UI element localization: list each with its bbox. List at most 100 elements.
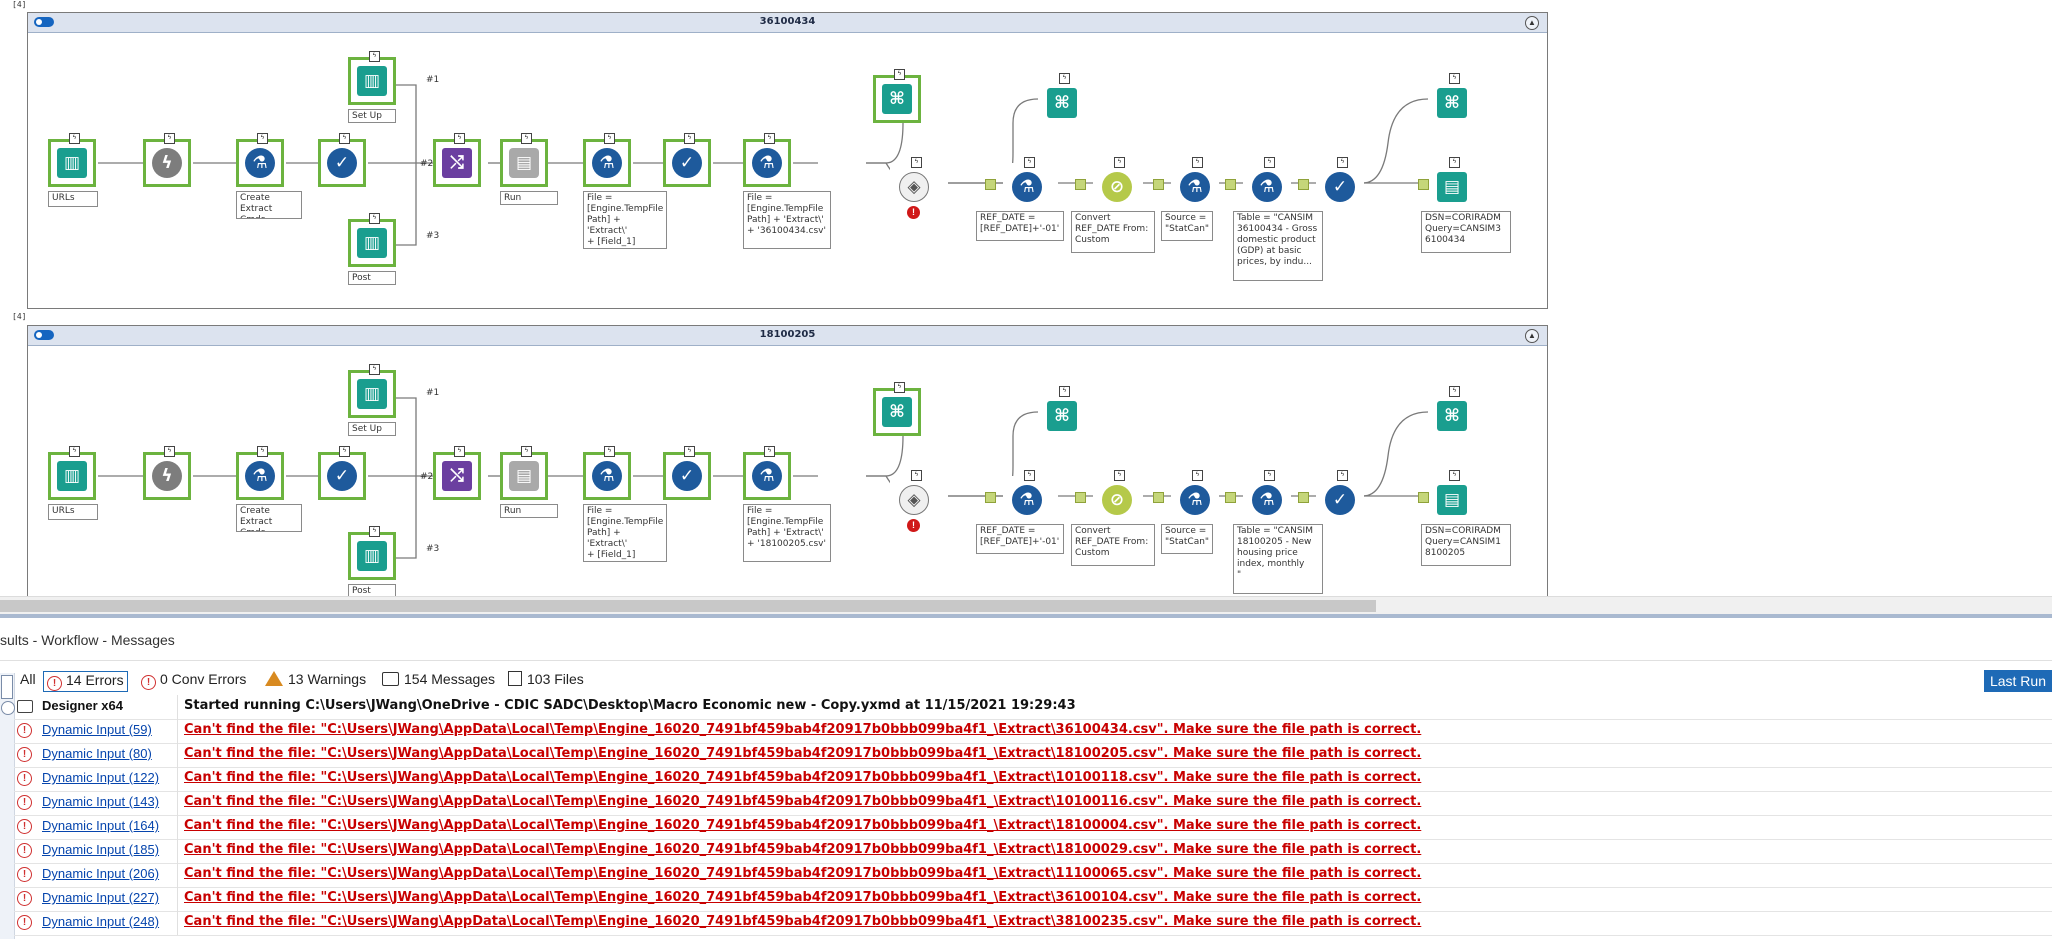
filter-warnings[interactable]: 13 Warnings: [265, 671, 366, 687]
filter-messages[interactable]: 154 Messages: [382, 671, 495, 687]
text-input-tool[interactable]: ▥ϟ: [348, 51, 396, 105]
message-text[interactable]: Can't find the file: "C:\Users\JWang\App…: [184, 842, 1422, 857]
collapse-icon[interactable]: ▲: [1525, 16, 1539, 30]
message-row[interactable]: ! Dynamic Input (185) Can't find the fil…: [14, 839, 2052, 864]
connection-anchor[interactable]: [985, 492, 996, 503]
formula-tool[interactable]: ⚗ϟ: [236, 133, 284, 187]
message-row[interactable]: ! Dynamic Input (206) Can't find the fil…: [14, 863, 2052, 888]
message-row[interactable]: ! Dynamic Input (122) Can't find the fil…: [14, 767, 2052, 792]
connection-anchor[interactable]: [1225, 492, 1236, 503]
filter-files[interactable]: 103 Files: [508, 671, 584, 687]
last-run-button[interactable]: Last Run: [1983, 670, 2052, 692]
tool-link[interactable]: Dynamic Input (248): [42, 914, 160, 929]
connection-anchor[interactable]: [1418, 492, 1429, 503]
connection-anchor[interactable]: [1075, 492, 1086, 503]
datetime-tool[interactable]: ⊘ϟ: [1093, 470, 1141, 524]
select-tool[interactable]: ✓ϟ: [1316, 157, 1364, 211]
filter-conv-errors[interactable]: !0 Conv Errors: [141, 671, 246, 690]
text-input-tool[interactable]: ▥ϟ: [348, 213, 396, 267]
tool-link[interactable]: Dynamic Input (59): [42, 722, 152, 737]
dynamic-input-tool[interactable]: ◈ϟ!: [890, 157, 938, 219]
formula-tool[interactable]: ⚗ϟ: [1171, 157, 1219, 211]
message-text[interactable]: Can't find the file: "C:\Users\JWang\App…: [184, 722, 1422, 737]
tool-link[interactable]: Dynamic Input (80): [42, 746, 152, 761]
pane-splitter[interactable]: [0, 614, 2052, 618]
browse-tool[interactable]: ⌘ϟ: [1428, 386, 1476, 440]
connection-anchor[interactable]: [1298, 492, 1309, 503]
formula-tool[interactable]: ⚗ϟ: [583, 446, 631, 500]
formula-tool[interactable]: ⚗ϟ: [743, 133, 791, 187]
select-tool[interactable]: ✓ϟ: [318, 133, 366, 187]
message-row[interactable]: ! Dynamic Input (248) Can't find the fil…: [14, 911, 2052, 936]
message-text[interactable]: Can't find the file: "C:\Users\JWang\App…: [184, 794, 1422, 809]
browse-tool[interactable]: ⌘ϟ: [1428, 73, 1476, 127]
browse-tool[interactable]: ⌘ϟ: [1038, 73, 1086, 127]
tool-link[interactable]: Dynamic Input (227): [42, 890, 160, 905]
dynamic-input-tool[interactable]: ◈ϟ!: [890, 470, 938, 532]
message-text[interactable]: Can't find the file: "C:\Users\JWang\App…: [184, 818, 1422, 833]
transpose-tool[interactable]: ⤭ϟ: [433, 133, 481, 187]
formula-tool[interactable]: ⚗ϟ: [1003, 157, 1051, 211]
transpose-tool[interactable]: ⤭ϟ: [433, 446, 481, 500]
collapse-icon[interactable]: ▲: [1525, 329, 1539, 343]
canvas-horizontal-scrollbar[interactable]: [0, 596, 2052, 615]
connection-anchor[interactable]: [1075, 179, 1086, 190]
connection-anchor[interactable]: [1298, 179, 1309, 190]
connection-anchor[interactable]: [985, 179, 996, 190]
connection-anchor[interactable]: [1153, 492, 1164, 503]
tool-link[interactable]: Dynamic Input (164): [42, 818, 160, 833]
connection-anchor[interactable]: [1153, 179, 1164, 190]
message-text[interactable]: Can't find the file: "C:\Users\JWang\App…: [184, 746, 1422, 761]
rail-toggle-button[interactable]: [1, 675, 13, 699]
filter-all[interactable]: All: [20, 671, 36, 687]
datetime-tool[interactable]: ⊘ϟ: [1093, 157, 1141, 211]
message-text[interactable]: Can't find the file: "C:\Users\JWang\App…: [184, 866, 1422, 881]
run-command-tool[interactable]: ▤ϟ: [500, 446, 548, 500]
select-tool[interactable]: ✓ϟ: [318, 446, 366, 500]
select-tool[interactable]: ✓ϟ: [663, 446, 711, 500]
message-text[interactable]: Can't find the file: "C:\Users\JWang\App…: [184, 890, 1422, 905]
formula-tool[interactable]: ⚗ϟ: [743, 446, 791, 500]
formula-tool[interactable]: ⚗ϟ: [1243, 157, 1291, 211]
connection-anchor[interactable]: [1225, 179, 1236, 190]
message-row[interactable]: ! Dynamic Input (80) Can't find the file…: [14, 743, 2052, 768]
browse-tool[interactable]: ⌘ϟ: [873, 69, 921, 123]
text-input-tool[interactable]: ▥ϟ: [48, 133, 96, 187]
tool-link[interactable]: Dynamic Input (122): [42, 770, 160, 785]
browse-tool[interactable]: ⌘ϟ: [1038, 386, 1086, 440]
text-input-tool[interactable]: ▥ϟ: [48, 446, 96, 500]
select-tool[interactable]: ✓ϟ: [663, 133, 711, 187]
output-data-tool[interactable]: ▤ϟ: [1428, 470, 1476, 524]
message-row[interactable]: ! Dynamic Input (143) Can't find the fil…: [14, 791, 2052, 816]
tool-link[interactable]: Dynamic Input (206): [42, 866, 160, 881]
formula-tool[interactable]: ⚗ϟ: [1171, 470, 1219, 524]
formula-tool[interactable]: ⚗ϟ: [1003, 470, 1051, 524]
message-row[interactable]: Designer x64 Started running C:\Users\JW…: [14, 695, 2052, 720]
message-row[interactable]: ! Dynamic Input (164) Can't find the fil…: [14, 815, 2052, 840]
message-text[interactable]: Can't find the file: "C:\Users\JWang\App…: [184, 914, 1422, 929]
message-row[interactable]: ! Dynamic Input (227) Can't find the fil…: [14, 887, 2052, 912]
browse-tool[interactable]: ⌘ϟ: [873, 382, 921, 436]
rail-run-icon[interactable]: [1, 701, 15, 715]
container-toggle[interactable]: [34, 330, 54, 340]
filter-errors[interactable]: !14 Errors: [43, 671, 128, 692]
tool-link[interactable]: Dynamic Input (185): [42, 842, 160, 857]
run-command-tool[interactable]: ▤ϟ: [500, 133, 548, 187]
select-tool[interactable]: ✓ϟ: [1316, 470, 1364, 524]
output-data-tool[interactable]: ▤ϟ: [1428, 157, 1476, 211]
scrollbar-thumb[interactable]: [0, 600, 1376, 612]
text-input-tool[interactable]: ▥ϟ: [348, 526, 396, 580]
container-header[interactable]: 18100205 ▲: [28, 326, 1547, 346]
message-text[interactable]: Can't find the file: "C:\Users\JWang\App…: [184, 770, 1422, 785]
container-header[interactable]: 36100434 ▲: [28, 13, 1547, 33]
formula-tool[interactable]: ⚗ϟ: [583, 133, 631, 187]
connection-anchor[interactable]: [1418, 179, 1429, 190]
message-row[interactable]: ! Dynamic Input (59) Can't find the file…: [14, 719, 2052, 744]
tool-link[interactable]: Dynamic Input (143): [42, 794, 160, 809]
formula-tool[interactable]: ⚗ϟ: [236, 446, 284, 500]
container-toggle[interactable]: [34, 17, 54, 27]
formula-tool[interactable]: ⚗ϟ: [1243, 470, 1291, 524]
